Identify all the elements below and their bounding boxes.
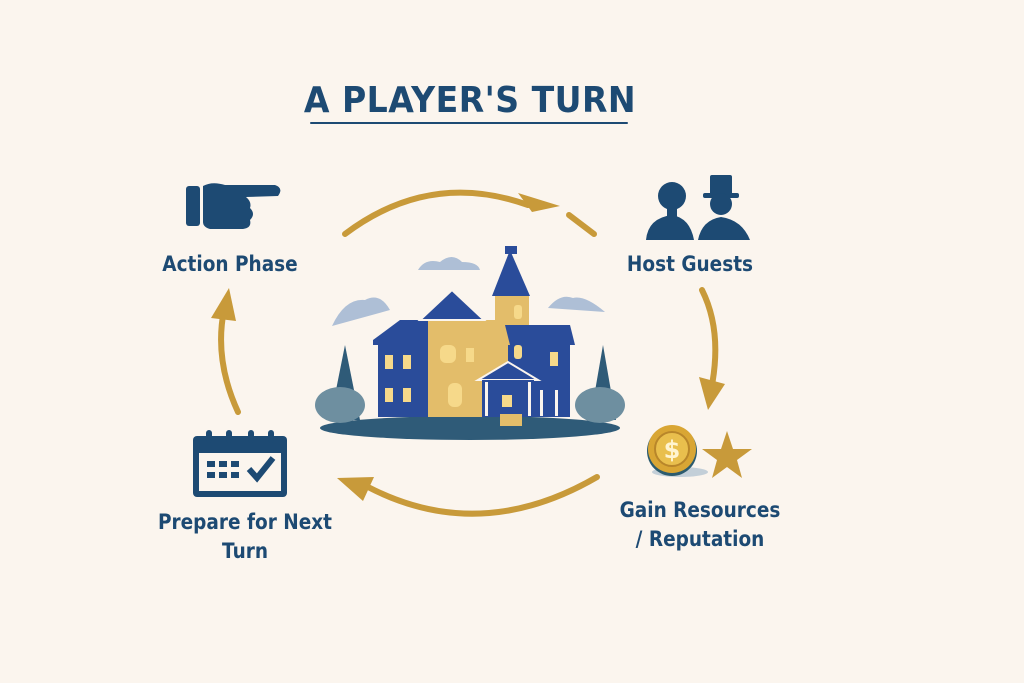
step-label-action-phase: Action Phase	[162, 252, 298, 276]
arrow-host-to-gain	[699, 287, 725, 410]
step-label-host-guests: Host Guests	[626, 252, 754, 276]
coin-star-icon: $	[647, 425, 752, 478]
victorian-mansion-illustration	[315, 246, 625, 440]
step-label-gain-resources: Gain Resources / Reputation	[612, 496, 788, 554]
diagram-title: A PLAYER'S TURN	[303, 80, 637, 121]
title-underline	[310, 122, 628, 124]
step-label-prepare-next-turn: Prepare for Next Turn	[157, 510, 333, 563]
guests-silhouette-icon	[646, 175, 750, 240]
arrow-gain-to-prepare	[337, 474, 600, 517]
svg-text:$: $	[664, 436, 681, 464]
calendar-check-icon	[193, 430, 287, 497]
step-label-gain-line2: / Reputation	[635, 527, 765, 551]
pointing-hand-icon	[186, 183, 281, 229]
step-label-gain-line1: Gain Resources	[619, 498, 781, 522]
arrow-action-to-host	[342, 189, 597, 237]
arrow-prepare-to-action	[211, 288, 241, 415]
